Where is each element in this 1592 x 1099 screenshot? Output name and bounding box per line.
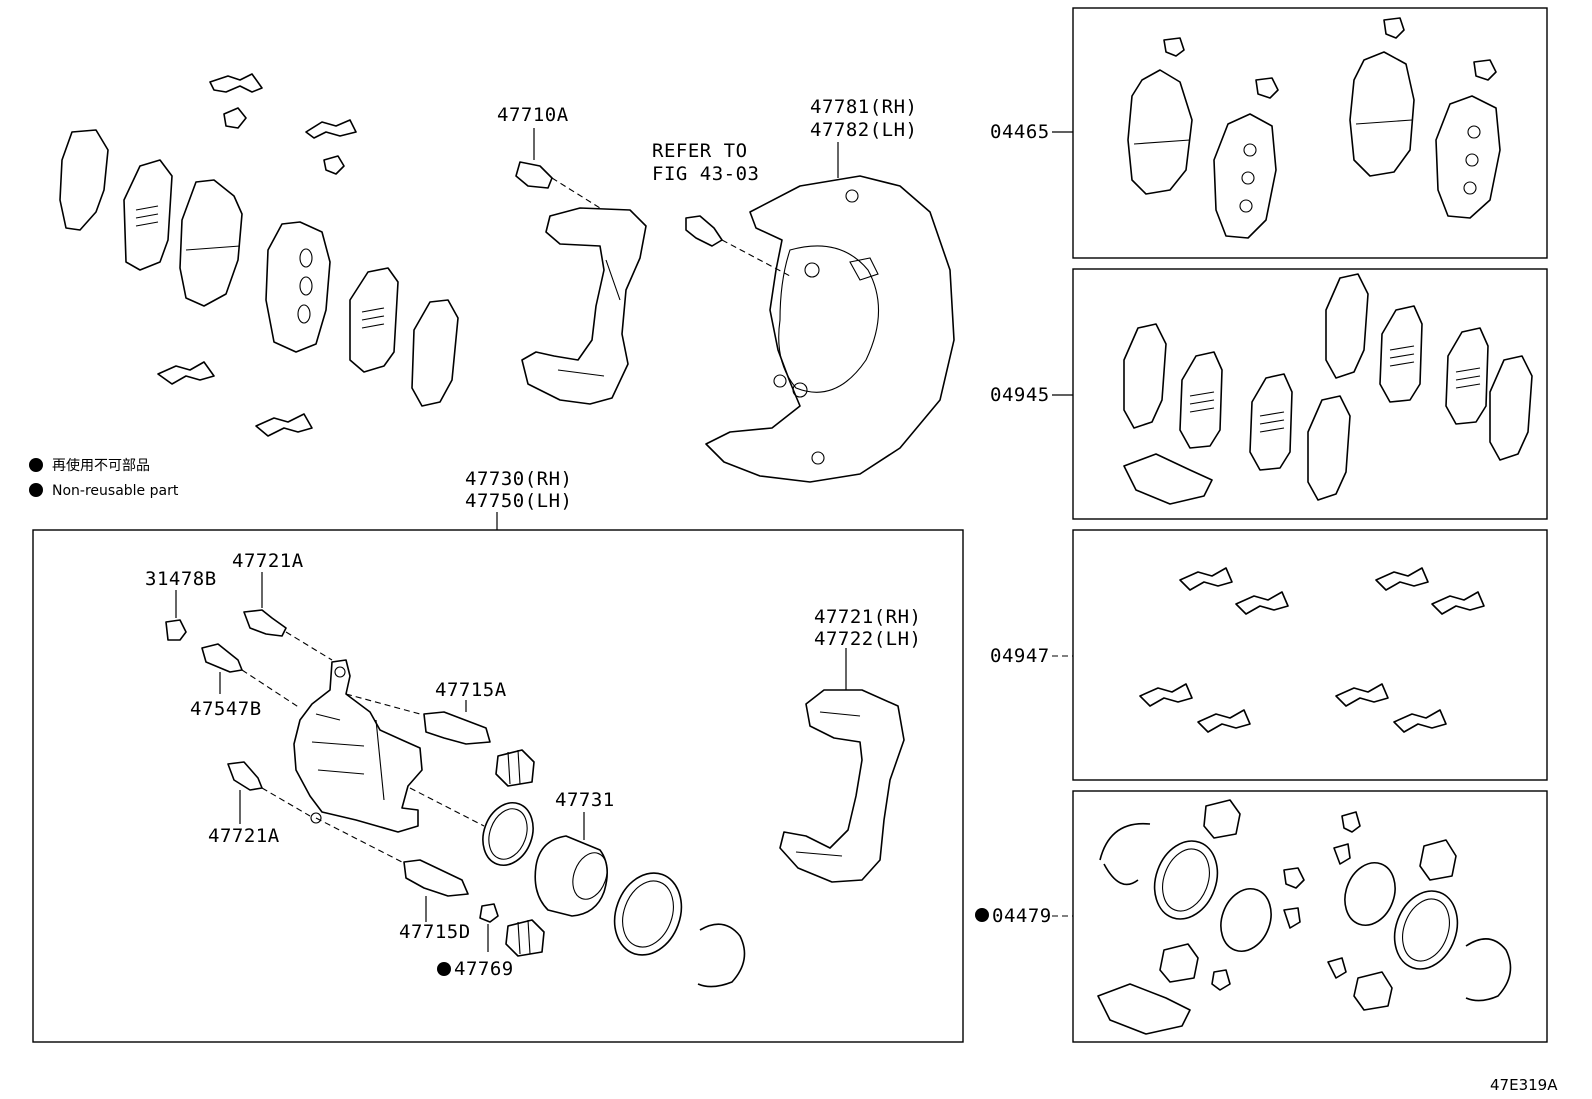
kit-box-04945	[1072, 268, 1548, 520]
label-04479: 04479	[992, 905, 1052, 927]
label-47721a-top: 47721A	[232, 550, 304, 572]
caliper-assembly-box	[32, 529, 964, 1043]
kit-box-04465	[1072, 7, 1548, 259]
legend-english: Non-reusable part	[52, 483, 179, 499]
bullet-icon	[29, 458, 43, 472]
label-47715a: 47715A	[435, 679, 507, 701]
label-47721-rh: 47721(RH)	[814, 606, 921, 628]
kit-04947-clips	[1139, 567, 1485, 733]
label-47730-rh: 47730(RH)	[465, 468, 572, 490]
figure-code: 47E319A	[1490, 1076, 1558, 1094]
label-47547b: 47547B	[190, 698, 262, 720]
label-47731: 47731	[555, 789, 615, 811]
disc-dust-cover	[705, 175, 955, 483]
caliper-assembly-parts	[165, 572, 905, 988]
kit-box-04479	[1072, 790, 1548, 1043]
label-31478b: 31478B	[145, 568, 217, 590]
kit-04479-seals	[1097, 799, 1512, 1035]
legend: 再使用不可部品 Non-reusable part	[29, 457, 179, 499]
label-04947: 04947	[990, 645, 1050, 667]
label-47781-rh: 47781(RH)	[810, 96, 917, 118]
label-47710a: 47710A	[497, 104, 569, 126]
label-refer-to: REFER TO	[652, 140, 748, 162]
kit-04465-pads	[1127, 17, 1501, 239]
label-47721a-bottom: 47721A	[208, 825, 280, 847]
legend-japanese: 再使用不可部品	[52, 457, 150, 474]
label-47750-lh: 47750(LH)	[465, 490, 572, 512]
caliper-bracket-47710a	[515, 161, 647, 405]
kit-box-04947	[1072, 529, 1548, 781]
bullet-icon	[29, 483, 43, 497]
label-47769: 47769	[454, 958, 514, 980]
label-04465: 04465	[990, 121, 1050, 143]
non-reusable-bullet-icon	[437, 962, 451, 976]
label-47715d: 47715D	[399, 921, 471, 943]
label-47782-lh: 47782(LH)	[810, 119, 917, 141]
label-04945: 04945	[990, 384, 1050, 406]
pad-set-exploded-group	[59, 73, 459, 437]
bolt-refer-fig	[685, 215, 791, 277]
non-reusable-bullet-icon	[975, 908, 989, 922]
label-47722-lh: 47722(LH)	[814, 628, 921, 650]
label-fig-43-03: FIG 43-03	[652, 163, 759, 185]
kit-04945-shims	[1123, 273, 1533, 505]
